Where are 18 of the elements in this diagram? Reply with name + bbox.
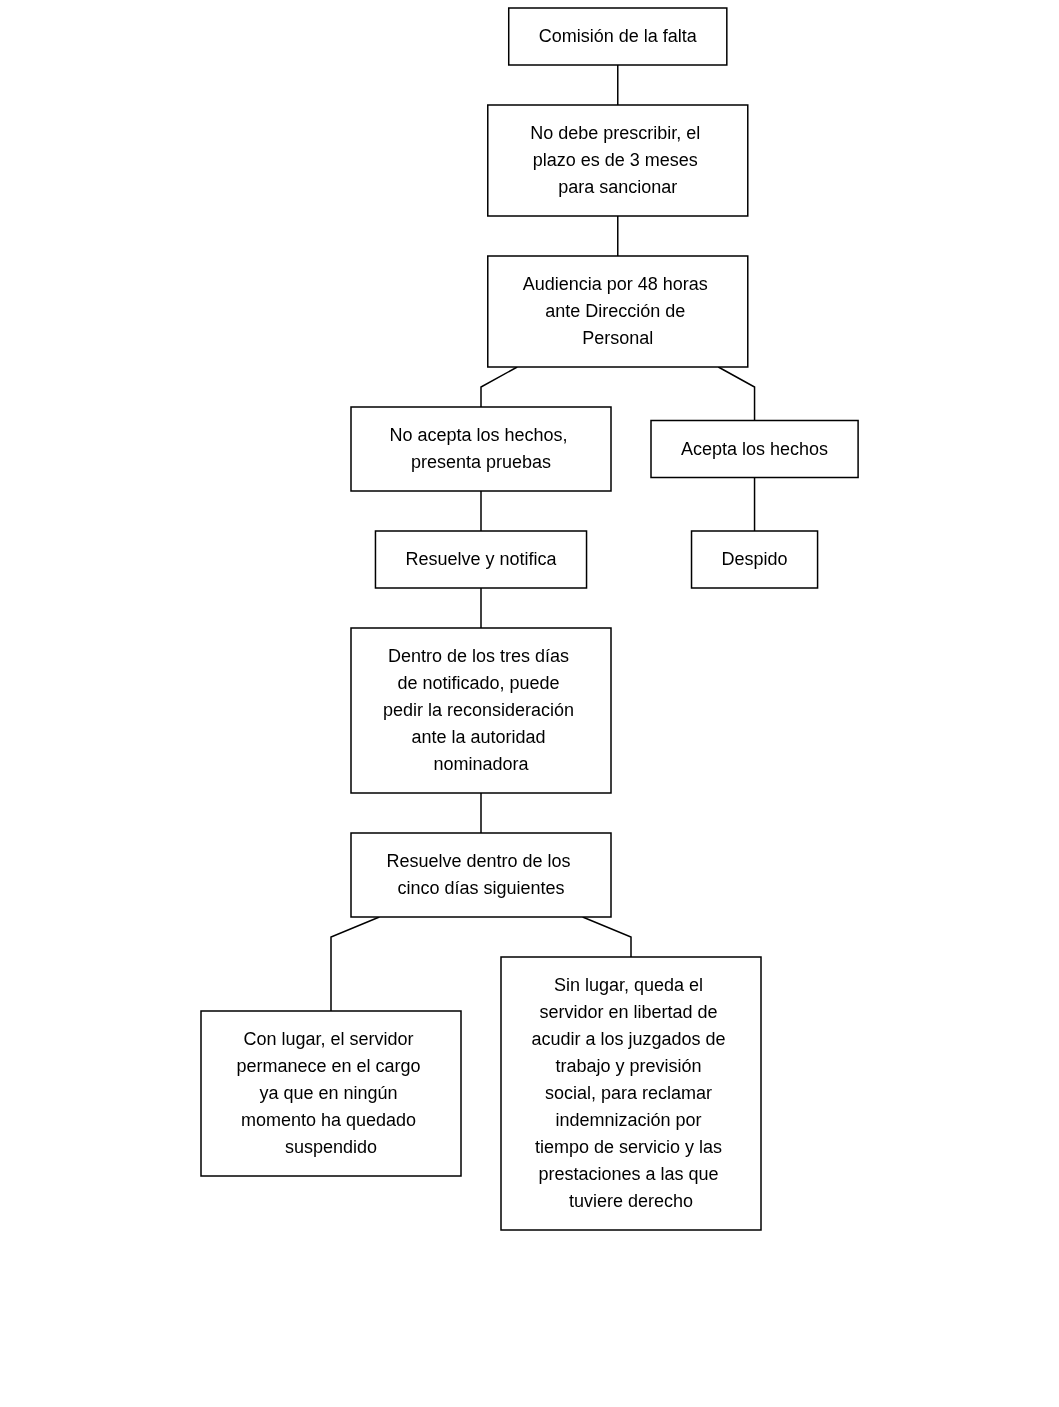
node-box: Sin lugar, queda el servidor en libertad de acudir a los juzgados de trabajo y previsión social, para reclamar indemnización por tiempo de servicio y las prestaciones a las que tuviere derecho: [500, 956, 762, 1231]
connector: [617, 215, 619, 257]
connector: [753, 476, 756, 532]
node-box: Resuelve y notifica: [374, 530, 588, 589]
node-box: Despido: [690, 530, 819, 589]
node-box: Acepta los hechos: [650, 419, 859, 479]
node-box: Resuelve dentro de los cinco días siguientes: [350, 832, 612, 918]
node-box: Dentro de los tres días de notificado, puede pedir la reconsideración ante la autoridad nominadora: [350, 627, 612, 794]
connector: [480, 366, 518, 408]
node-box: Comisión de la falta: [507, 7, 728, 66]
connector: [480, 587, 482, 629]
connector: [480, 792, 482, 834]
node-box: No debe prescribir, el plazo es de 3 meses para sancionar: [487, 104, 749, 217]
connector: [617, 64, 619, 106]
node-box: No acepta los hechos, presenta pruebas: [350, 406, 612, 492]
connector: [480, 490, 482, 532]
node-box: Audiencia por 48 horas ante Dirección de Personal: [487, 255, 749, 368]
node-box: Con lugar, el servidor permanece en el cargo ya que en ningún momento ha quedado suspendido: [200, 1010, 462, 1177]
